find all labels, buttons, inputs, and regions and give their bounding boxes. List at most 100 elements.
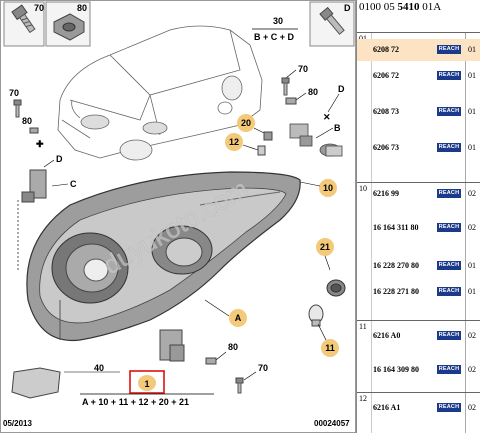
drawing-code: 00024057 (314, 419, 350, 428)
group-number: 01 (359, 34, 367, 43)
svg-text:20: 20 (241, 118, 251, 128)
callout-1: 1 (144, 379, 149, 389)
ref-suffix: 01A (422, 1, 442, 13)
reach-badge: REACH (437, 403, 461, 412)
clip-icon (263, 131, 273, 141)
reference-header: 0100 05 5410 01A (357, 0, 480, 20)
parts-row[interactable]: 6208 72 REACH 01 (357, 39, 480, 61)
box-D[interactable]: D (309, 1, 355, 47)
bulb-socket-icon (326, 279, 346, 297)
box-80[interactable]: 80 (45, 1, 91, 47)
callout-80-top: 80 (308, 87, 318, 97)
screw-icon (281, 77, 290, 96)
parts-group-01: 01 6208 72 REACH 01 6206 72 REACH 01 620… (357, 32, 480, 182)
reach-badge: REACH (437, 287, 461, 296)
date-label: 05/2013 (3, 419, 32, 428)
svg-text:A: A (235, 313, 242, 323)
callout-bubble-11[interactable]: 11 (321, 339, 339, 357)
reach-badge: REACH (437, 223, 461, 232)
quantity: 02 (468, 365, 476, 374)
box-70-label: 70 (34, 3, 44, 13)
parts-group-12: 12 6216 A1 REACH 02 (357, 392, 480, 433)
callout-bubble-21[interactable]: 21 (316, 238, 334, 256)
reach-badge: REACH (437, 71, 461, 80)
reach-badge: REACH (437, 365, 461, 374)
callout-80-mid: 80 (22, 116, 32, 126)
parts-group-10: 10 6216 99 REACH 02 16 164 311 80 REACH … (357, 182, 480, 320)
callout-bubble-A[interactable]: A (229, 309, 247, 327)
parts-row[interactable]: 16 164 311 80 REACH 02 (357, 217, 480, 239)
callout-70-top: 70 (298, 64, 308, 74)
quantity: 01 (468, 261, 476, 270)
screw-icon (11, 4, 36, 34)
part-number: 6206 73 (373, 143, 399, 152)
callout-bubble-10[interactable]: 10 (319, 179, 337, 197)
parts-row[interactable]: 6208 73 REACH 01 (357, 101, 480, 123)
svg-text:11: 11 (325, 343, 335, 353)
parts-row[interactable]: 6216 99 REACH 02 (357, 183, 480, 205)
group-number: 10 (359, 184, 367, 193)
parts-row[interactable]: 6216 A1 REACH 02 (357, 397, 480, 419)
parts-list-panel: 0100 05 5410 01A 01 6208 72 REACH 01 620… (356, 0, 480, 433)
headlamp-assembly[interactable] (26, 171, 301, 362)
parts-row[interactable]: 16 228 271 80 REACH 01 (357, 281, 480, 303)
callout-80-bot: 80 (228, 342, 238, 352)
group-number: 11 (359, 322, 367, 331)
headlight-bracket-icon (289, 123, 343, 157)
svg-text:12: 12 (229, 137, 239, 147)
box-80-label: 80 (77, 3, 87, 13)
callout-30: 30 (273, 16, 283, 26)
part-number: 6216 A0 (373, 331, 401, 340)
callout-B-right: B (334, 123, 341, 133)
part-number: 6208 73 (373, 107, 399, 116)
bulb-icon (308, 304, 324, 327)
clip-icon (205, 357, 217, 365)
parts-row[interactable]: 6206 72 REACH 01 (357, 65, 480, 87)
mount-bracket-icon (21, 169, 47, 203)
reach-badge: REACH (437, 189, 461, 198)
quantity: 01 (468, 71, 476, 80)
clip-nut-icon (53, 13, 85, 41)
part-number: 16 228 271 80 (373, 287, 419, 296)
callout-bubble-12[interactable]: 12 (225, 133, 243, 151)
quantity: 01 (468, 107, 476, 116)
parts-row[interactable]: 6206 73 REACH 01 (357, 137, 480, 159)
callout-D-left: D (56, 154, 63, 164)
quantity: 01 (468, 287, 476, 296)
clip-icon (285, 97, 297, 105)
part-number: 6216 99 (373, 189, 399, 198)
parts-row[interactable]: 6216 A0 REACH 02 (357, 325, 480, 347)
bulb-icon (257, 145, 266, 156)
cross-plus-icon: ✚ (36, 139, 44, 149)
main-part-1-callout[interactable]: 1 (129, 370, 165, 394)
parts-row[interactable]: 16 228 270 80 REACH 01 (357, 255, 480, 277)
callout-70-bot: 70 (258, 363, 268, 373)
lower-bracket-icon (11, 367, 61, 399)
ref-bold: 5410 (397, 1, 420, 13)
quantity: 01 (468, 143, 476, 152)
box-70[interactable]: 70 (3, 1, 45, 47)
formula-bottom: A + 10 + 11 + 12 + 20 + 21 (82, 397, 189, 407)
part-number: 6216 A1 (373, 403, 401, 412)
svg-text:21: 21 (320, 242, 330, 252)
part-number: 6208 72 (373, 45, 399, 54)
callout-70-left: 70 (9, 88, 19, 98)
reach-badge: REACH (437, 331, 461, 340)
callout-C-left: C (70, 179, 77, 189)
car-outline (57, 25, 263, 161)
callout-bubble-20[interactable]: 20 (237, 114, 255, 132)
cross-marker-icon: ✕ (323, 112, 331, 122)
parts-row[interactable]: 16 164 309 80 REACH 02 (357, 359, 480, 381)
screw-icon (235, 377, 244, 394)
part-number: 16 164 311 80 (373, 223, 419, 232)
box-D-label: D (344, 3, 351, 13)
parts-group-11: 11 6216 A0 REACH 02 16 164 309 80 REACH … (357, 320, 480, 392)
group-number: 12 (359, 394, 367, 403)
bolt-icon (319, 6, 345, 35)
ref-prefix: 0100 05 (359, 1, 395, 13)
callout-D-right: D (338, 84, 345, 94)
quantity: 02 (468, 189, 476, 198)
quantity: 02 (468, 331, 476, 340)
quantity: 02 (468, 223, 476, 232)
part-number: 6206 72 (373, 71, 399, 80)
